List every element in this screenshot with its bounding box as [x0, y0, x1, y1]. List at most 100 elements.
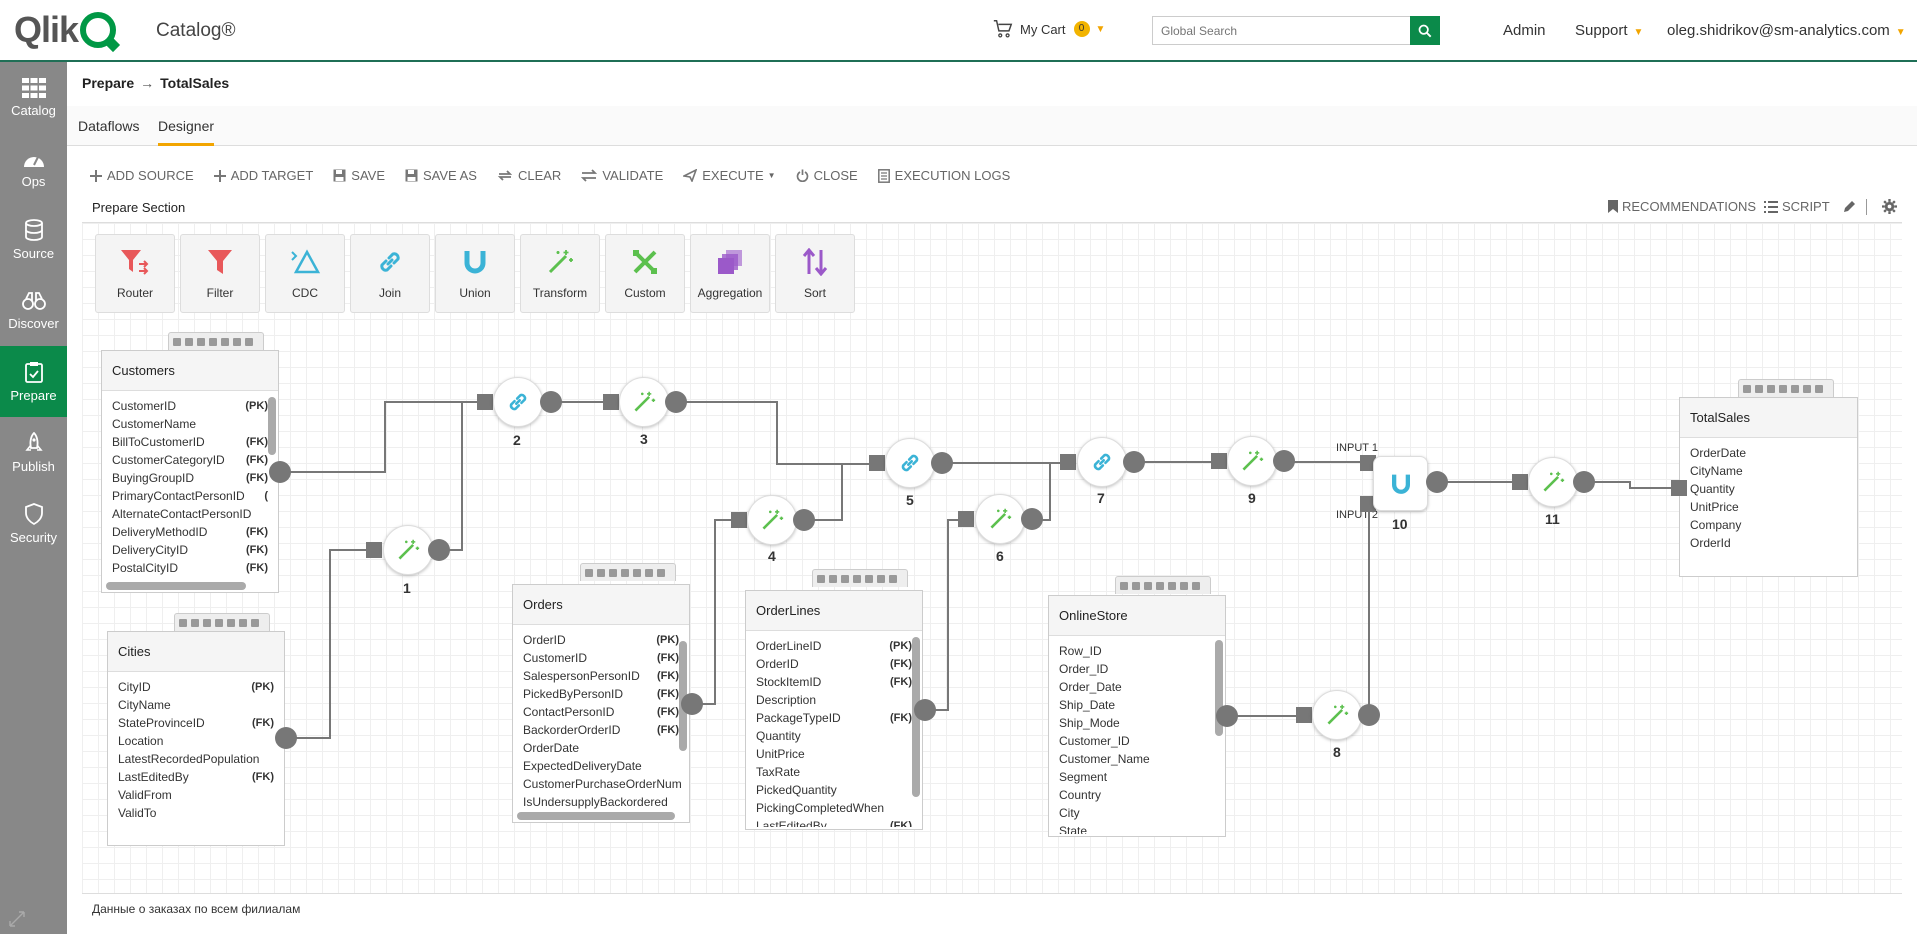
- clear-button[interactable]: CLEAR: [497, 168, 561, 183]
- source-table-orderlines[interactable]: OrderLines OrderLineID(PK) OrderID(FK) S…: [745, 590, 923, 830]
- gear-icon[interactable]: [1882, 199, 1897, 214]
- vertical-scrollbar[interactable]: [268, 397, 276, 455]
- node-8-input-port[interactable]: [1296, 707, 1312, 723]
- close-button[interactable]: CLOSE: [796, 168, 858, 183]
- sidebar-item-publish[interactable]: Publish: [0, 417, 67, 488]
- sidebar-item-catalog[interactable]: Catalog: [0, 62, 67, 133]
- node-1-input-port[interactable]: [366, 542, 382, 558]
- save-as-button[interactable]: SAVE AS: [405, 168, 477, 183]
- transform-node-6[interactable]: [975, 494, 1025, 544]
- my-cart[interactable]: My Cart 0 ▼: [992, 18, 1105, 40]
- validate-button[interactable]: VALIDATE: [581, 168, 663, 183]
- node-2-output-port[interactable]: [540, 391, 562, 413]
- palette-custom-button[interactable]: Custom: [605, 234, 685, 313]
- sidebar-item-source[interactable]: Source: [0, 204, 67, 275]
- join-node-7[interactable]: [1077, 437, 1127, 487]
- node-9-output-port[interactable]: [1273, 450, 1295, 472]
- support-menu[interactable]: Support▼: [1575, 22, 1643, 39]
- orderlines-output-port[interactable]: [914, 699, 936, 721]
- sidebar-item-security[interactable]: Security: [0, 488, 67, 559]
- target-table-totalsales[interactable]: TotalSales OrderDate CityName Quantity U…: [1679, 397, 1858, 577]
- node-10-input-1-port[interactable]: [1360, 455, 1376, 471]
- breadcrumb-parent[interactable]: Prepare: [82, 75, 135, 91]
- cities-node-toolbar[interactable]: [174, 613, 270, 631]
- customers-node-toolbar[interactable]: [168, 332, 264, 350]
- vertical-scrollbar[interactable]: [1215, 640, 1223, 736]
- palette-union-button[interactable]: Union: [435, 234, 515, 313]
- node-10-input-2-port[interactable]: [1360, 496, 1376, 512]
- node-7-output-port[interactable]: [1123, 451, 1145, 473]
- add-source-button[interactable]: ADD SOURCE: [90, 168, 194, 183]
- node-4-input-port[interactable]: [731, 512, 747, 528]
- tab-dataflows[interactable]: Dataflows: [78, 118, 140, 134]
- totalsales-node-toolbar[interactable]: [1738, 379, 1834, 397]
- sidebar-item-prepare[interactable]: Prepare: [0, 346, 67, 417]
- orders-output-port[interactable]: [681, 693, 703, 715]
- node-11-input-port[interactable]: [1512, 474, 1528, 490]
- node-7-input-port[interactable]: [1060, 454, 1076, 470]
- node-9-input-port[interactable]: [1211, 453, 1227, 469]
- user-menu[interactable]: oleg.shidrikov@sm-analytics.com▼: [1667, 22, 1906, 39]
- transform-node-1[interactable]: [383, 525, 433, 575]
- node-8-output-port[interactable]: [1358, 704, 1380, 726]
- dataflow-description[interactable]: Данные о заказах по всем филиалам: [92, 902, 301, 916]
- add-source-label: ADD SOURCE: [107, 168, 194, 183]
- node-4-output-port[interactable]: [793, 509, 815, 531]
- horizontal-scrollbar[interactable]: [106, 582, 246, 590]
- source-table-customers[interactable]: Customers CustomerID(PK) CustomerName Bi…: [101, 350, 279, 593]
- palette-sort-button[interactable]: Sort: [775, 234, 855, 313]
- execution-logs-button[interactable]: EXECUTION LOGS: [877, 168, 1010, 183]
- admin-link[interactable]: Admin: [1503, 22, 1546, 39]
- palette-join-button[interactable]: Join: [350, 234, 430, 313]
- customers-output-port[interactable]: [269, 461, 291, 483]
- transform-node-3[interactable]: [619, 377, 669, 427]
- orderlines-node-toolbar[interactable]: [812, 569, 908, 587]
- sidebar-item-discover[interactable]: Discover: [0, 275, 67, 346]
- transform-node-8[interactable]: [1312, 690, 1362, 740]
- orders-node-toolbar[interactable]: [580, 563, 676, 581]
- horizontal-scrollbar[interactable]: [517, 812, 675, 820]
- cart-dropdown-icon[interactable]: ▼: [1095, 23, 1106, 35]
- transform-node-11[interactable]: [1528, 457, 1578, 507]
- node-3-input-port[interactable]: [603, 394, 619, 410]
- palette-cdc-button[interactable]: CDC: [265, 234, 345, 313]
- qlik-logo[interactable]: Qlik: [14, 9, 117, 50]
- expand-arrows-icon[interactable]: [8, 910, 26, 928]
- palette-aggregation-button[interactable]: Aggregation: [690, 234, 770, 313]
- cities-output-port[interactable]: [275, 727, 297, 749]
- join-node-5[interactable]: [885, 438, 935, 488]
- save-button[interactable]: SAVE: [333, 168, 385, 183]
- node-5-input-port[interactable]: [869, 455, 885, 471]
- source-table-cities[interactable]: Cities CityID(PK) CityName StateProvince…: [107, 631, 285, 846]
- node-11-output-port[interactable]: [1573, 471, 1595, 493]
- sidebar-item-ops[interactable]: Ops: [0, 133, 67, 204]
- node-1-output-port[interactable]: [428, 539, 450, 561]
- search-button[interactable]: [1410, 16, 1440, 45]
- transform-node-4[interactable]: [747, 495, 797, 545]
- palette-router-button[interactable]: Router: [95, 234, 175, 313]
- node-6-input-port[interactable]: [958, 511, 974, 527]
- recommendations-button[interactable]: RECOMMENDATIONS: [1608, 199, 1756, 214]
- onlinestore-node-toolbar[interactable]: [1115, 576, 1211, 594]
- node-3-output-port[interactable]: [665, 391, 687, 413]
- execute-button[interactable]: EXECUTE▼: [683, 168, 776, 183]
- totalsales-input-port[interactable]: [1671, 480, 1687, 496]
- tab-designer[interactable]: Designer: [158, 118, 215, 146]
- support-label: Support: [1575, 22, 1628, 39]
- edit-pencil-icon[interactable]: [1842, 200, 1856, 214]
- script-button[interactable]: SCRIPT: [1764, 199, 1830, 214]
- transform-node-9[interactable]: [1227, 436, 1277, 486]
- onlinestore-output-port[interactable]: [1216, 705, 1238, 727]
- global-search-input[interactable]: [1153, 17, 1403, 44]
- source-table-orders[interactable]: Orders OrderID(PK) CustomerID(FK) Salesp…: [512, 584, 690, 823]
- node-5-output-port[interactable]: [931, 452, 953, 474]
- node-6-output-port[interactable]: [1021, 508, 1043, 530]
- union-node-10[interactable]: [1373, 456, 1428, 511]
- join-node-2[interactable]: [493, 377, 543, 427]
- node-2-input-port[interactable]: [477, 394, 493, 410]
- source-table-onlinestore[interactable]: OnlineStore Row_ID Order_ID Order_Date S…: [1048, 595, 1226, 837]
- node-10-output-port[interactable]: [1426, 471, 1448, 493]
- palette-filter-button[interactable]: Filter: [180, 234, 260, 313]
- add-target-button[interactable]: ADD TARGET: [213, 168, 313, 183]
- palette-transform-button[interactable]: Transform: [520, 234, 600, 313]
